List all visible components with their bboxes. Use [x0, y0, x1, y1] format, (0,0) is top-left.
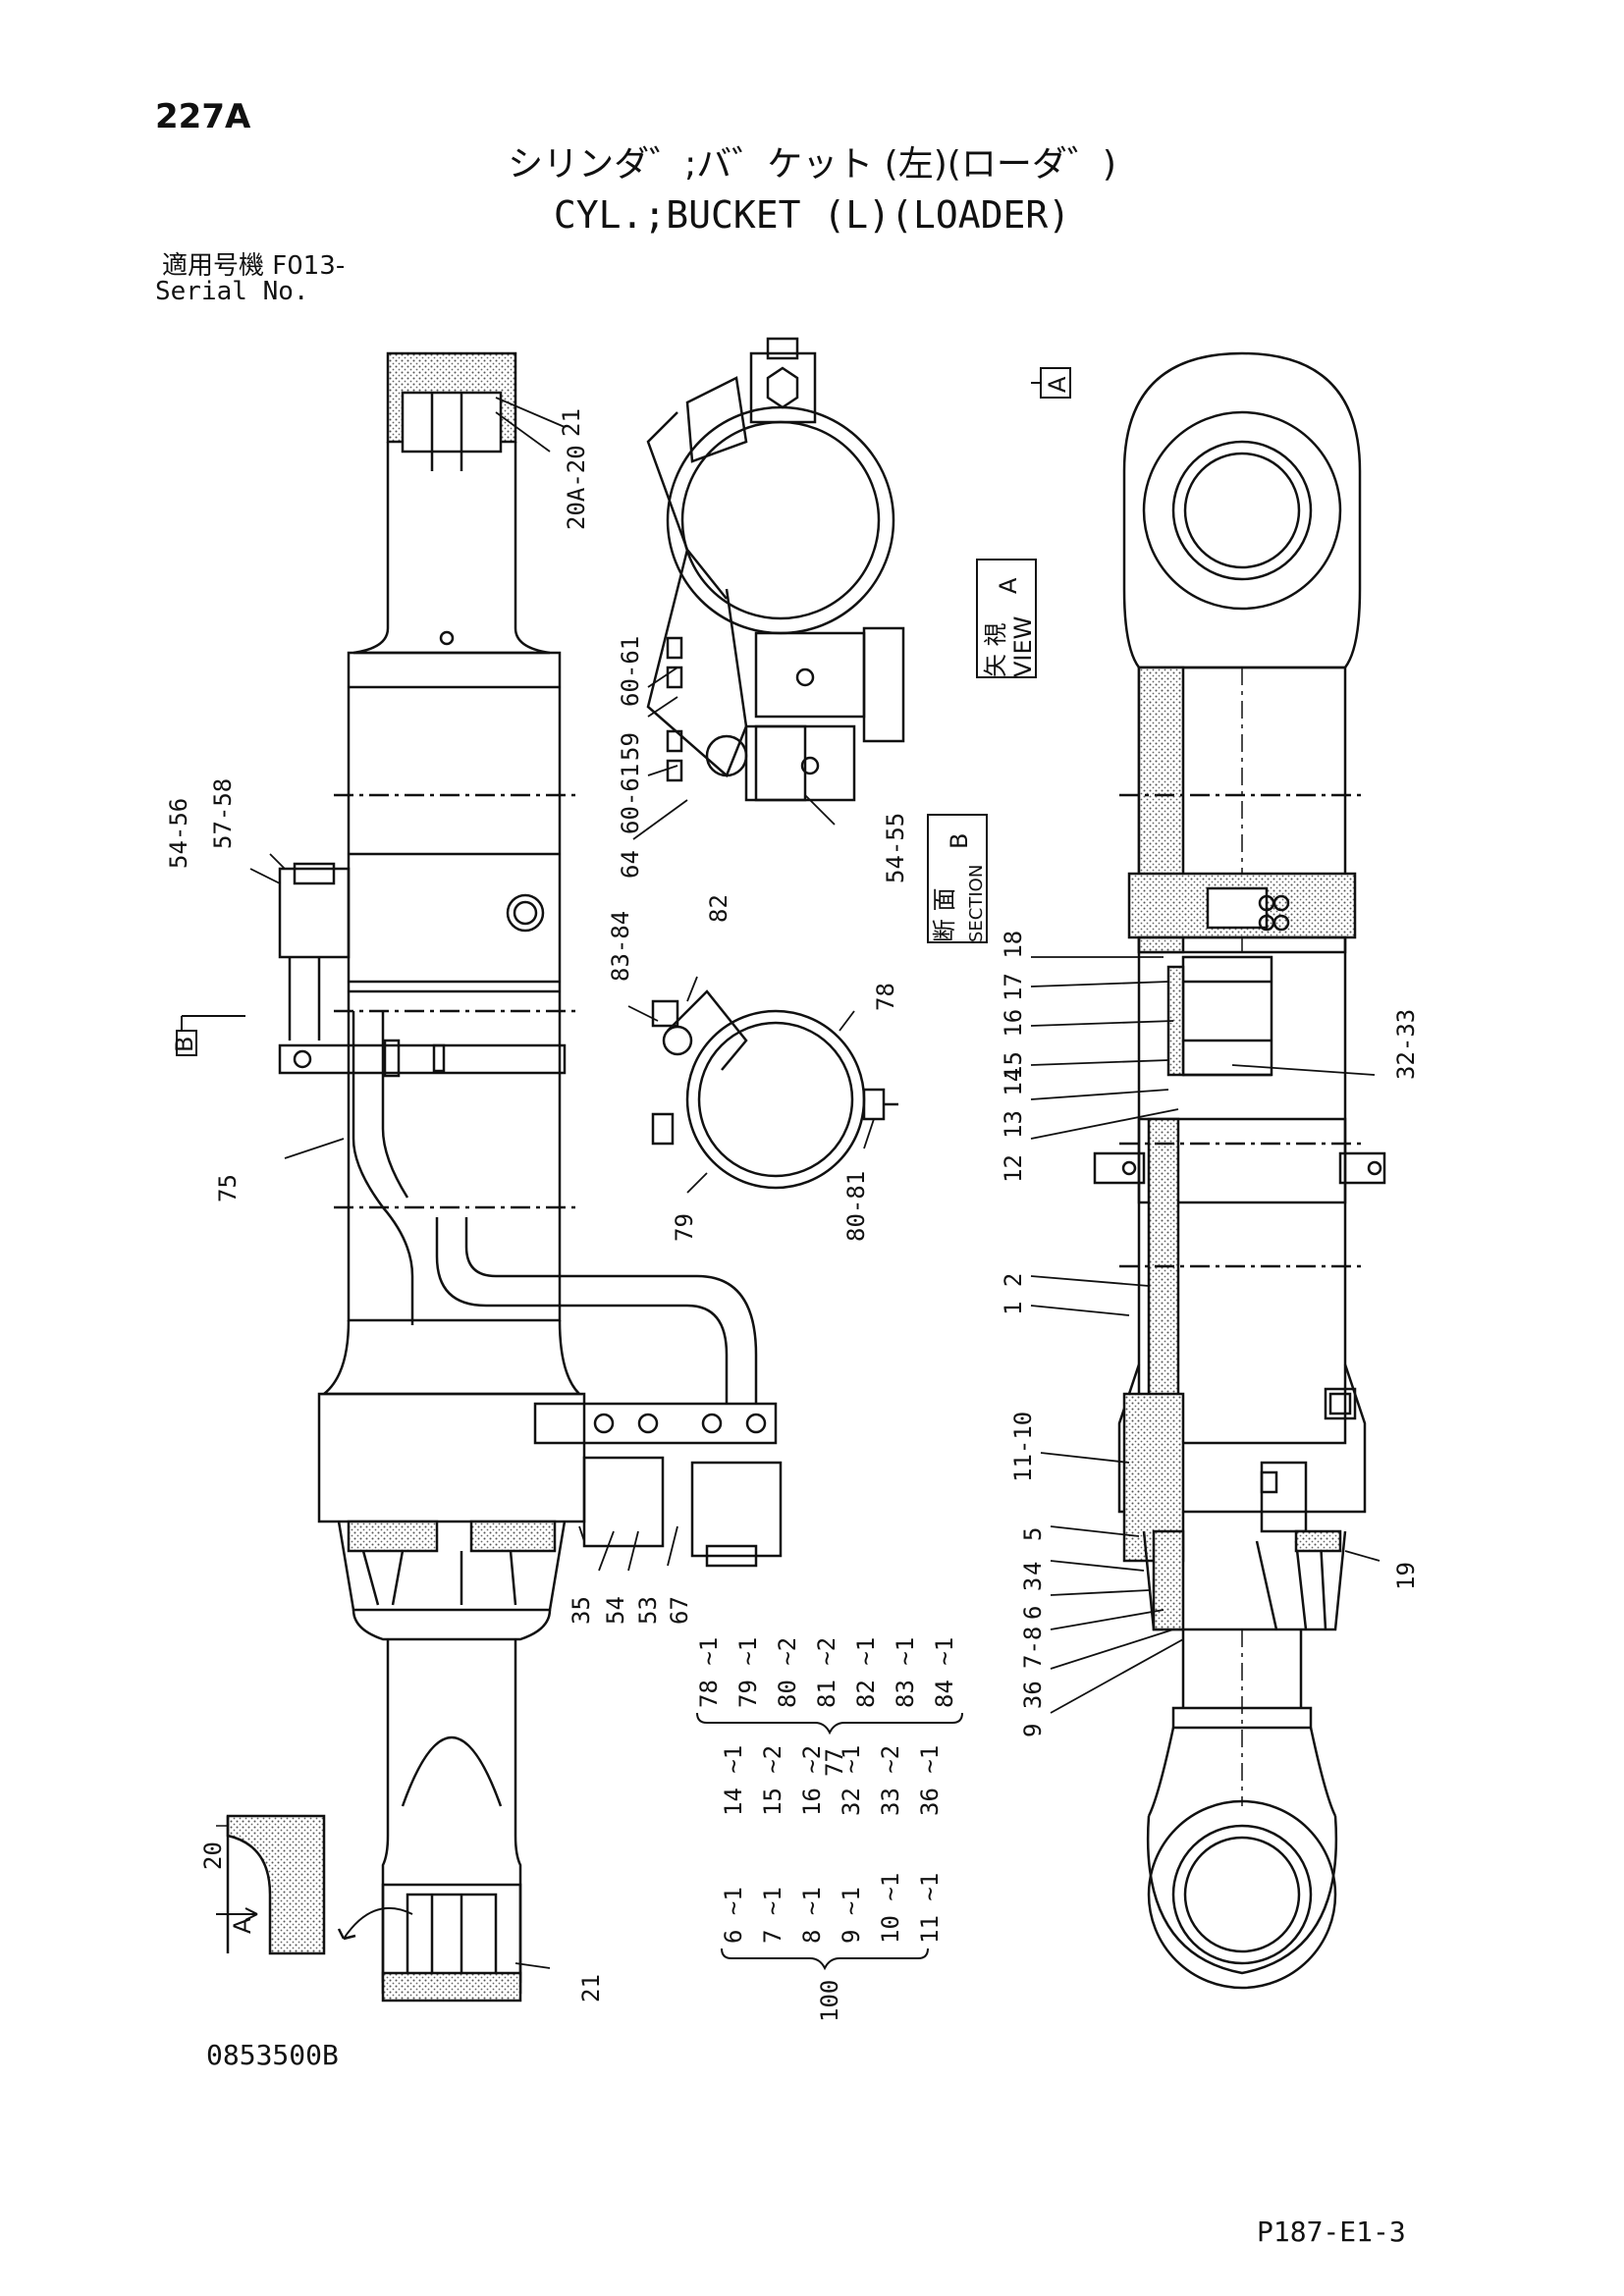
callout-21-top: 21	[558, 408, 585, 437]
callout-11-10: 11-10	[1009, 1412, 1037, 1482]
title-english: CYL.;BUCKET (L)(LOADER)	[553, 193, 1071, 237]
kit-100-item-4: 9 ~1	[838, 1887, 865, 1944]
callout-78: 78	[872, 983, 899, 1011]
callout-9-36: 9 36	[1019, 1681, 1047, 1737]
callout-labels: 21 20A-20 60-61 59 60-61 64 54-55 54-56 …	[165, 376, 1420, 2002]
kit-100-item-6: 11 ~1	[916, 1873, 944, 1944]
title-japanese: シリンダ゛;バ゛ケット (左)(ローダ゛)	[508, 144, 1116, 185]
view-a-marker: A	[1044, 376, 1071, 393]
kit-77-item-1: 78 ~1	[695, 1637, 723, 1708]
callout-17-18: 17 18	[1000, 931, 1027, 1001]
left-cylinder-view	[278, 351, 783, 2002]
kit-100-item-9: 16 ~2	[798, 1745, 826, 1816]
kit-100-group: 100 6 ~1 7 ~1 8 ~1 9 ~1 10 ~1 11 ~1 14 ~…	[720, 1745, 944, 2022]
kit-100-item-3: 8 ~1	[798, 1887, 826, 1944]
callout-1-2: 1 2	[1000, 1273, 1027, 1315]
callout-7-8: 7-8	[1019, 1627, 1047, 1669]
kit-77-label: 77	[821, 1748, 848, 1777]
kit-100-item-8: 15 ~2	[759, 1745, 786, 1816]
callout-13-14: 13 14	[1000, 1068, 1027, 1139]
kit-100-label: 100	[816, 1980, 843, 2022]
callout-83-84: 83-84	[607, 911, 634, 982]
view-markers	[176, 367, 1071, 1056]
kit-77-item-7: 84 ~1	[931, 1637, 958, 1708]
kit-77-item-6: 83 ~1	[892, 1637, 919, 1708]
kit-100-item-5: 10 ~1	[877, 1873, 904, 1944]
callout-19: 19	[1392, 1562, 1420, 1590]
kit-100-item-12: 36 ~1	[916, 1745, 944, 1816]
callout-12: 12	[1000, 1154, 1027, 1183]
section-b-letter: B	[946, 833, 973, 849]
callout-57-58: 57-58	[209, 778, 237, 849]
view-a-letter: A	[995, 577, 1022, 594]
callout-21-bottom: 21	[577, 1974, 605, 2002]
callout-67: 67	[666, 1596, 693, 1625]
callout-32-33: 32-33	[1392, 1009, 1420, 1080]
kit-77-item-2: 79 ~1	[734, 1637, 762, 1708]
callout-54: 54	[602, 1596, 629, 1625]
callout-6-3: 6 3	[1019, 1577, 1047, 1620]
callout-35: 35	[568, 1596, 595, 1625]
kit-100-item-10: 32 ~1	[838, 1745, 865, 1816]
section-b-marker: B	[171, 1037, 198, 1052]
kit-77-item-3: 80 ~2	[774, 1637, 801, 1708]
kit-77-item-4: 81 ~2	[813, 1637, 840, 1708]
callout-80-81: 80-81	[842, 1171, 870, 1242]
callout-60-61-b: 60-61	[617, 764, 644, 834]
leader-lines	[249, 397, 1380, 1969]
callout-5: 5	[1019, 1527, 1047, 1541]
view-a-english: VIEW	[1009, 616, 1037, 677]
section-b-english: SECTION	[966, 865, 987, 942]
kit-100-item-1: 6 ~1	[720, 1887, 747, 1944]
detail-a-letter: A	[229, 1917, 256, 1934]
callout-60-61-a: 60-61	[617, 636, 644, 707]
drawing-number: 0853500B	[206, 2039, 339, 2071]
serial-label-english: Serial No.	[155, 277, 309, 306]
callout-15-16: 15 16	[1000, 1009, 1027, 1080]
detail-20-label: 20	[199, 1842, 227, 1870]
callout-64: 64	[617, 850, 644, 879]
kit-77-item-5: 82 ~1	[852, 1637, 880, 1708]
kit-100-item-11: 33 ~2	[877, 1745, 904, 1816]
callout-20a-20: 20A-20	[563, 445, 590, 530]
serial-label-japanese: 適用号機 F013-	[162, 251, 346, 281]
kit-100-item-2: 7 ~1	[759, 1887, 786, 1944]
kit-100-item-7: 14 ~1	[720, 1745, 747, 1816]
callout-59: 59	[617, 732, 644, 761]
detail-a	[216, 1814, 326, 1955]
callout-54-56: 54-56	[165, 798, 192, 869]
page-number: 227A	[155, 97, 251, 136]
callout-79: 79	[671, 1213, 698, 1242]
section-b-japanese: 断 面	[931, 887, 958, 942]
callout-54-55: 54-55	[882, 813, 909, 883]
kit-77-group: 77 78 ~1 79 ~1 80 ~2 81 ~2 82 ~1 83 ~1 8…	[695, 1637, 963, 1777]
callout-82: 82	[705, 894, 732, 923]
end-view	[646, 337, 905, 802]
page-code: P187-E1-3	[1257, 2216, 1406, 2248]
callout-53: 53	[634, 1596, 662, 1625]
callout-75: 75	[214, 1174, 242, 1202]
callout-4: 4	[1019, 1562, 1047, 1575]
right-cylinder-section	[1093, 351, 1386, 1990]
view-a-japanese: 矢 視	[982, 622, 1009, 677]
clamp-detail	[651, 989, 898, 1190]
